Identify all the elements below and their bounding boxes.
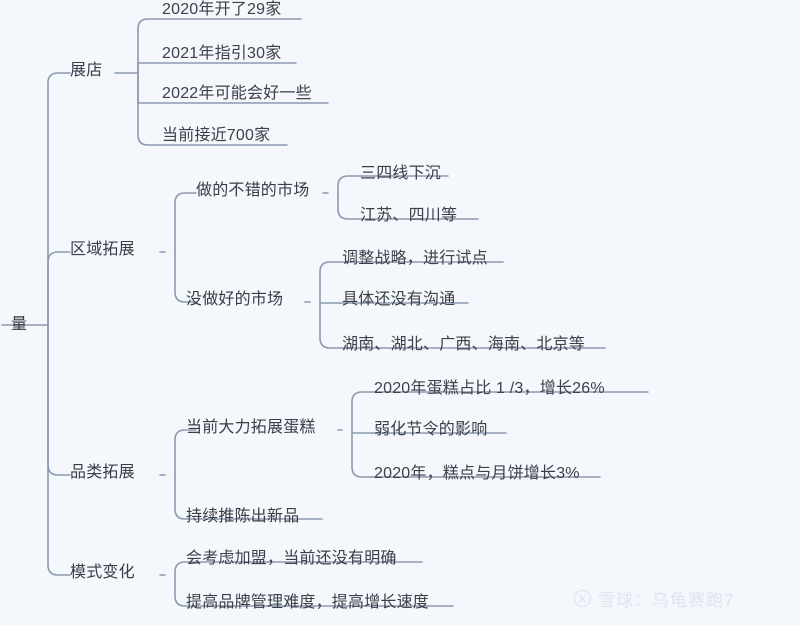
mindmap-root-node[interactable]: 量: [11, 316, 28, 333]
mindmap-leaf-2020-new-stores[interactable]: 2020年开了29家: [162, 1, 282, 18]
xueqiu-logo-icon: [573, 589, 592, 608]
mindmap-leaf-pastry-mooncake-growth[interactable]: 2020年，糕点与月饼增长3%: [374, 465, 580, 482]
mindmap-leaf-brand-management[interactable]: 提高品牌管理难度，提高增长速度: [186, 594, 430, 611]
mindmap-leaf-tier34-sinking[interactable]: 三四线下沉: [360, 165, 442, 182]
mindmap-node-new-products[interactable]: 持续推陈出新品: [186, 508, 300, 525]
mindmap-leaf-adjust-strategy[interactable]: 调整战略，进行试点: [342, 250, 488, 267]
mindmap-node-moshibianhua[interactable]: 模式变化: [70, 564, 135, 581]
mindmap-leaf-weaken-seasonality[interactable]: 弱化节令的影响: [374, 421, 488, 438]
mindmap-leaf-2022-outlook[interactable]: 2022年可能会好一些: [162, 85, 312, 102]
watermark-text: 雪球：乌龟赛跑7: [598, 591, 735, 610]
mindmap-node-weak-markets[interactable]: 没做好的市场: [186, 291, 284, 308]
mindmap-node-good-markets[interactable]: 做的不错的市场: [196, 182, 310, 199]
mindmap-leaf-jiangsu-sichuan[interactable]: 江苏、四川等: [360, 207, 458, 224]
mindmap-leaf-current-store-count[interactable]: 当前接近700家: [162, 127, 271, 144]
mindmap-leaf-franchise-consideration[interactable]: 会考虑加盟，当前还没有明确: [186, 550, 397, 567]
mindmap-node-quyutuozhan[interactable]: 区域拓展: [70, 241, 135, 258]
mindmap-node-zhandian[interactable]: 展店: [70, 62, 103, 79]
mindmap-node-pinleituozhan[interactable]: 品类拓展: [70, 464, 135, 481]
mindmap-leaf-weak-province-list[interactable]: 湖南、湖北、广西、海南、北京等: [342, 336, 586, 353]
mindmap-leaf-cake-share-2020[interactable]: 2020年蛋糕占比 1 /3，增长26%: [374, 380, 605, 397]
mindmap-leaf-no-details-yet[interactable]: 具体还没有沟通: [342, 291, 456, 308]
mindmap-node-expand-cake[interactable]: 当前大力拓展蛋糕: [186, 419, 316, 436]
watermark: 雪球：乌龟赛跑7: [573, 586, 734, 611]
mindmap-leaf-2021-guidance[interactable]: 2021年指引30家: [162, 45, 282, 62]
